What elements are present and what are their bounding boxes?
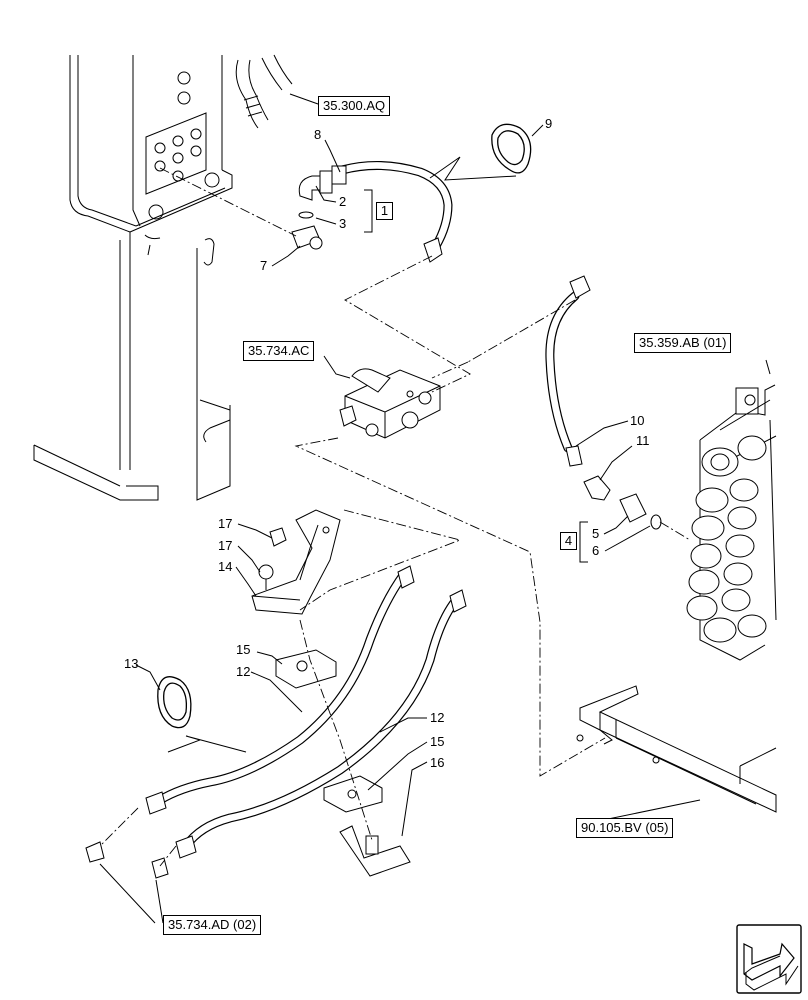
callout-16: 16 [430, 755, 445, 770]
ref-label-35-734-ac[interactable]: 35.734.AC [243, 341, 315, 361]
callout-15-upper: 15 [236, 642, 251, 657]
callout-12-left: 12 [236, 664, 251, 679]
callout-14: 14 [218, 559, 233, 574]
control-valve-bank-drawing [686, 384, 777, 661]
frame-beam-drawing [576, 685, 777, 813]
callout-13: 13 [124, 656, 139, 671]
elbow-fitting-drawing [291, 170, 333, 250]
callout-2: 2 [339, 194, 347, 209]
callout-5: 5 [592, 526, 600, 541]
callout-17-upper: 17 [218, 516, 233, 531]
ref-label-35-734-ad-02[interactable]: 35.734.AD (02) [163, 915, 262, 935]
oring-part-6 [650, 514, 662, 530]
ring-part-9 [491, 123, 532, 174]
bracket-part-16 [339, 825, 411, 877]
group-bracket-4 [579, 521, 588, 563]
centre-lines [99, 167, 691, 867]
next-page-arrow-icon[interactable] [736, 924, 802, 994]
group-bracket-1 [364, 189, 373, 233]
callout-7: 7 [260, 258, 268, 273]
machine-column-drawing [33, 54, 293, 501]
ref-label-90-105-bv-05[interactable]: 90.105.BV (05) [576, 818, 674, 838]
callout-3: 3 [339, 216, 347, 231]
adapter-part-5 [619, 493, 647, 523]
callout-12-right: 12 [430, 710, 445, 725]
ref-label-35-300-aq[interactable]: 35.300.AQ [318, 96, 391, 116]
callout-17-lower: 17 [218, 538, 233, 553]
callout-6: 6 [592, 543, 600, 558]
callout-9: 9 [545, 116, 553, 131]
group-box-1: 1 [376, 202, 393, 220]
callout-11: 11 [636, 433, 650, 448]
valve-block-drawing [339, 368, 441, 439]
ref-label-35-359-ab-01[interactable]: 35.359.AB (01) [634, 333, 732, 353]
callout-10: 10 [630, 413, 645, 428]
callout-8: 8 [314, 127, 322, 142]
elbow-part-11 [583, 475, 611, 501]
group-box-4: 4 [560, 532, 577, 550]
ring-part-13 [157, 676, 192, 729]
leader-lines [99, 93, 771, 924]
clamp-part-15-lower [323, 775, 383, 813]
callout-15-lower: 15 [430, 734, 445, 749]
bracket-part-14-drawing [251, 509, 341, 615]
